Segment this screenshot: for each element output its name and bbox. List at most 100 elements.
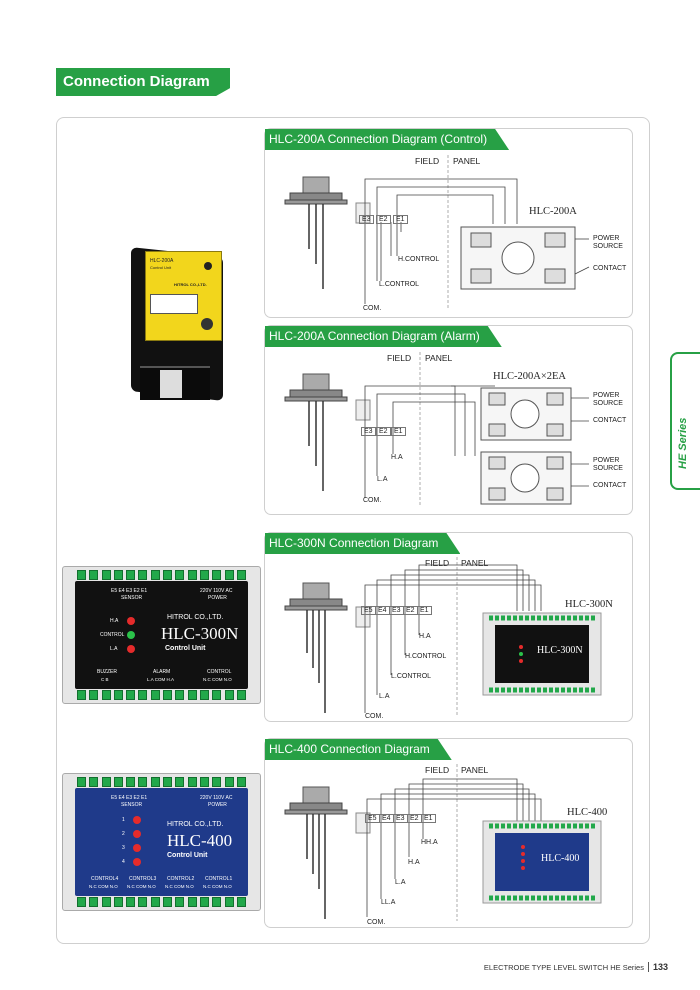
control4-terms: N.C COM N.O <box>89 884 118 889</box>
buzzer-label: BUZZER <box>97 669 117 675</box>
wire-label-h-control: H.CONTROL <box>405 653 447 660</box>
panel-title: HLC-200A Connection Diagram (Control) <box>265 129 509 150</box>
terminal-e3: E3 <box>393 814 408 823</box>
hlc200a-model: HLC-200A <box>150 258 174 264</box>
led-label-ha: H.A <box>110 618 119 624</box>
buzzer-terms: C B <box>101 677 109 682</box>
power-label: POWER <box>208 595 227 601</box>
terminal-e3: E3 <box>359 215 374 224</box>
wire-label-la: L.A <box>395 879 406 886</box>
model-label: HLC-300N <box>565 599 613 610</box>
hlc400-unit-photo: E5 E4 E3 E2 E1 SENSOR 220V 110V AC POWER… <box>62 773 261 911</box>
led-label-3: 3 <box>122 845 125 851</box>
side-tab-label: HE Series <box>677 417 689 469</box>
power-terminals: 220V 110V AC <box>200 588 233 594</box>
terminal-e5: E5 <box>365 814 380 823</box>
wire-label-ha: H.A <box>408 859 420 866</box>
model-subtitle: Control Unit <box>165 645 206 652</box>
sensor-terminals: E5 E4 E3 E2 E1 <box>111 588 148 594</box>
section-title: Connection Diagram <box>56 68 230 96</box>
mini-model-label: HLC-300N <box>537 645 583 656</box>
contact-label-2: CONTACT <box>593 482 627 489</box>
terminal-e1: E1 <box>393 215 408 224</box>
led-label-4: 4 <box>122 859 125 865</box>
model-label: HLC-400 <box>567 807 608 818</box>
hlc300n-unit-photo: E5 E4 E3 E2 E1 SENSOR 220V 110V AC POWER… <box>62 566 261 704</box>
control4-label: CONTROL4 <box>91 876 119 882</box>
alarm-terms: L.A COM H.A <box>147 677 175 682</box>
model-subtitle: Control Unit <box>167 852 208 859</box>
terminal-e1: E1 <box>421 814 436 823</box>
control1-label: CONTROL1 <box>205 876 233 882</box>
control2-terms: N.C COM N.O <box>165 884 194 889</box>
power-label: POWER <box>593 235 620 242</box>
model-label: HLC-200A <box>529 206 577 217</box>
panel-hlc200a-alarm: HLC-200A Connection Diagram (Alarm) FIEL… <box>264 325 633 515</box>
brand: HITROL CO.,LTD. <box>167 821 224 828</box>
terminal-e2: E2 <box>376 427 391 436</box>
wire-label-hha: HH.A <box>421 839 438 846</box>
alarm-label: ALARM <box>153 669 171 675</box>
panel-hlc300n: HLC-300N Connection Diagram FIELD PANEL … <box>264 532 633 722</box>
source-label-1: SOURCE <box>593 400 623 407</box>
led-label-control: CONTROL <box>100 632 125 638</box>
field-label: FIELD <box>415 156 440 166</box>
model-name: HLC-400 <box>167 831 233 850</box>
content-frame <box>56 117 650 944</box>
field-label: FIELD <box>387 353 412 363</box>
wire-label-com: COM. <box>367 919 386 926</box>
panel-title: HLC-400 Connection Diagram <box>265 739 452 760</box>
wire-label-lla: LL.A <box>381 899 396 906</box>
power-terminals: 220V 110V AC <box>200 795 233 801</box>
control2-label: CONTROL2 <box>167 876 195 882</box>
wire-label-com: COM. <box>365 713 384 720</box>
control1-terms: N.C COM N.O <box>203 884 232 889</box>
panel-hlc200a-control: HLC-200A Connection Diagram (Control) FI… <box>264 128 633 318</box>
terminal-e2: E2 <box>376 215 391 224</box>
panel-label: PANEL <box>461 558 489 568</box>
hlc200a-subtitle: Control Unit <box>150 265 172 270</box>
panel-title: HLC-200A Connection Diagram (Alarm) <box>265 326 502 347</box>
mini-model-label: HLC-400 <box>541 853 580 864</box>
control3-terms: N.C COM N.O <box>127 884 156 889</box>
panel-label: PANEL <box>461 765 489 775</box>
wire-label-ha: H.A <box>391 454 403 461</box>
model-label: HLC-200A×2EA <box>493 371 566 382</box>
wiring-diagram <box>284 557 602 715</box>
wire-label-com: COM. <box>363 305 382 312</box>
panel-hlc400: HLC-400 Connection Diagram FIELD PANEL E… <box>264 738 633 928</box>
wire-label-la: L.A <box>377 476 388 483</box>
led-label-la: L.A <box>110 646 118 652</box>
power-label: POWER <box>208 802 227 808</box>
sensor-terminals: E5 E4 E3 E2 E1 <box>111 795 148 801</box>
panel-label: PANEL <box>453 156 481 166</box>
footer-text: ELECTRODE TYPE LEVEL SWITCH HE Series <box>483 963 644 972</box>
contact-label: CONTACT <box>593 265 627 272</box>
terminal-e2: E2 <box>407 814 422 823</box>
terminal-e4: E4 <box>375 606 390 615</box>
wire-label-l-control: L.CONTROL <box>379 281 420 288</box>
field-label: FIELD <box>425 765 450 775</box>
terminal-e3: E3 <box>389 606 404 615</box>
field-label: FIELD <box>425 558 450 568</box>
wire-label-l-control: L.CONTROL <box>391 673 432 680</box>
terminal-e2: E2 <box>403 606 418 615</box>
contact-label-1: CONTACT <box>593 417 627 424</box>
wire-label-la: L.A <box>379 693 390 700</box>
control3-label: CONTROL3 <box>129 876 157 882</box>
side-tab[interactable]: HE Series <box>670 352 700 490</box>
sensor-label: SENSOR <box>121 802 143 808</box>
wire-label-h-control: H.CONTROL <box>398 256 440 263</box>
page-number: 133 <box>647 962 668 972</box>
terminal-e5: E5 <box>361 606 376 615</box>
power-label-1: POWER <box>593 392 620 399</box>
model-name: HLC-300N <box>161 624 239 643</box>
led-label-1: 1 <box>122 817 125 823</box>
led-label-2: 2 <box>122 831 125 837</box>
terminal-e1: E1 <box>391 427 406 436</box>
hlc200a-brand: HITROL CO.,LTD. <box>174 282 207 287</box>
wiring-diagram <box>284 352 589 506</box>
panel-title: HLC-300N Connection Diagram <box>265 533 460 554</box>
wire-label-com: COM. <box>363 497 382 504</box>
